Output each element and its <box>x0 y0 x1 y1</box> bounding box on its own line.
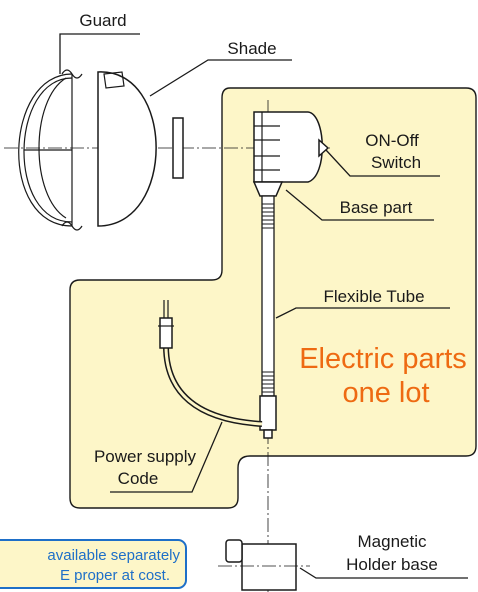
switch-leader <box>325 149 440 177</box>
shade-label: Shade <box>227 39 276 58</box>
magnetic-holder-leader <box>299 567 468 579</box>
magnetic-holder-part <box>218 539 310 591</box>
base-part <box>252 181 284 197</box>
power-supply-label-line2: Code <box>118 469 159 488</box>
lamp-head-part <box>253 111 330 183</box>
magnetic-holder-label-line2: Holder base <box>346 555 438 574</box>
power-cord-part <box>158 300 263 427</box>
flexible-tube-leader <box>275 307 450 319</box>
switch-label-line1: ON-Off <box>365 131 419 150</box>
base-part-leader <box>285 189 434 221</box>
shade-leader <box>149 59 292 97</box>
guard-part <box>18 69 83 231</box>
flexible-tube-label: Flexible Tube <box>323 287 424 306</box>
switch-label-line2: Switch <box>371 153 421 172</box>
power-cord-leader <box>110 421 223 493</box>
guard-leader <box>59 33 140 74</box>
availability-note-line2: E proper at cost. <box>60 567 170 584</box>
availability-note-line1: available separately <box>47 547 180 564</box>
availability-note-box <box>0 539 187 589</box>
electric-parts-label-line1: Electric parts <box>299 343 467 375</box>
shade-part <box>97 71 184 227</box>
guard-label: Guard <box>79 11 126 30</box>
electric-parts-label-line2: one lot <box>342 377 429 409</box>
flexible-tube-part <box>259 195 277 439</box>
power-supply-label-line1: Power supply <box>94 447 197 466</box>
base-part-label: Base part <box>340 198 413 217</box>
magnetic-holder-label-line1: Magnetic <box>358 532 427 551</box>
